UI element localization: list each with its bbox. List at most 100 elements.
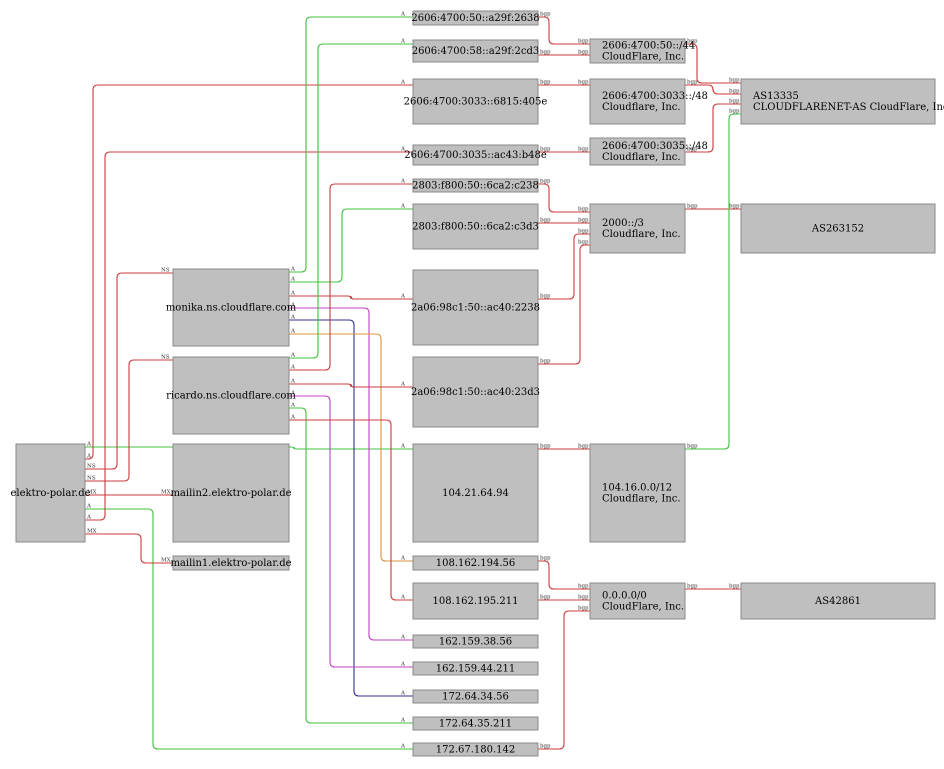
node-label: Cloudflare, Inc.: [602, 494, 681, 505]
edge-label-source: MX: [87, 490, 97, 496]
edge-label-target: A: [400, 39, 406, 45]
edge-line: [289, 208, 413, 283]
edge-label-source: bgp: [540, 80, 551, 86]
edge-ip6c-to-pfx2: bgp bgp: [538, 80, 590, 86]
edge-label-source: bgp: [540, 595, 551, 601]
node-box: [412, 269, 539, 346]
edge-label-source: bgp: [540, 218, 551, 224]
edge-label-target: bgp: [578, 80, 589, 86]
edge-label-source: bgp: [687, 39, 698, 45]
edge-label-target: bgp: [729, 78, 740, 84]
node-ip6f: 2803:f800:50::6ca2:c3d3: [412, 203, 539, 250]
edge-line: [538, 560, 590, 590]
node-box: [412, 634, 539, 649]
edge-label-source: A: [290, 379, 296, 385]
node-box: [412, 661, 539, 676]
edge-label-target: A: [400, 718, 406, 724]
node-ip6e: 2803:f800:50::6ca2:c238: [412, 178, 539, 193]
node-ip6d: 2606:4700:3035::ac43:b48e: [404, 144, 547, 166]
edge-ns1-to-ip6f: AA: [289, 204, 413, 283]
edge-label-target: bgp: [729, 99, 740, 105]
edge-label-source: NS: [87, 464, 96, 470]
node-ns1: monika.ns.cloudflare.com: [166, 268, 297, 347]
edge-line: [85, 359, 173, 482]
edge-label-target: A: [400, 635, 406, 641]
edge-label-target: MX: [161, 558, 171, 564]
edge-line: [685, 113, 741, 450]
edge-label-target: A: [400, 382, 406, 388]
node-label: 172.64.35.211: [439, 719, 512, 730]
node-label: 2606:4700:3033::6815:405e: [404, 97, 548, 108]
edge-line: [85, 446, 413, 450]
node-label: 2803:f800:50::6ca2:c3d3: [412, 222, 539, 233]
node-mx2: mailin1.elektro-polar.de: [170, 555, 292, 571]
node-label: 108.162.194.56: [436, 558, 516, 569]
edge-label-target: bgp: [578, 50, 589, 56]
edge-label-target: bgp: [729, 89, 740, 95]
edge-label-source: A: [290, 329, 296, 335]
edge-label-source: MX: [87, 529, 97, 535]
edge-label-source: A: [290, 391, 296, 397]
edge-label-source: bgp: [540, 359, 551, 365]
edge-line: [538, 610, 590, 750]
node-label: 2606:4700:3033::/48: [602, 91, 708, 102]
node-label: 162.159.38.56: [439, 637, 512, 648]
node-label: 172.67.180.142: [436, 745, 516, 756]
edge-pfx2-to-as1: bgp bgp: [685, 80, 741, 95]
edge-label-source: A: [290, 291, 296, 297]
edge-label-source: bgp: [687, 444, 698, 450]
node-label: ricardo.ns.cloudflare.com: [166, 391, 296, 402]
node-label: 2a06:98c1:50::ac40:23d3: [411, 387, 540, 398]
edge-label-target: A: [400, 204, 406, 210]
node-box: [412, 39, 539, 63]
edge-line: [685, 103, 741, 153]
edge-label-target: A: [400, 595, 406, 601]
node-box: [589, 443, 686, 543]
edge-ns1-to-ip6a: AA: [289, 12, 413, 273]
edge-domain-to-mx1: MX MX: [85, 490, 173, 496]
edge-label-source: bgp: [540, 179, 551, 185]
node-label: mailin1.elektro-polar.de: [170, 558, 291, 569]
edge-label-target: bgp: [578, 595, 589, 601]
edge-line: [289, 183, 413, 371]
edge-label-source: bgp: [687, 80, 698, 86]
edge-line: [538, 233, 590, 300]
edge-label-source: A: [86, 515, 92, 521]
edge-line: [685, 43, 741, 84]
edge-label-source: bgp: [540, 147, 551, 153]
node-box: [412, 356, 539, 428]
edge-pfx1-to-as1: bgp bgp: [685, 39, 741, 84]
node-label: Cloudflare, Inc.: [602, 229, 681, 240]
node-ip4f: 172.64.34.56: [412, 689, 539, 704]
node-ip4b: 108.162.194.56: [412, 555, 539, 571]
node-as2: AS263152: [740, 203, 936, 254]
edge-label-source: bgp: [540, 294, 551, 300]
node-label: 104.16.0.0/12: [602, 483, 672, 494]
node-box: [15, 443, 86, 543]
edge-label-target: bgp: [578, 584, 589, 590]
edge-label-target: MX: [161, 490, 171, 496]
edge-label-target: bgp: [578, 229, 589, 235]
edge-label-source: A: [290, 315, 296, 321]
node-ip4c: 108.162.195.211: [412, 582, 539, 620]
node-box: [412, 443, 539, 543]
node-ns2: ricardo.ns.cloudflare.com: [166, 356, 296, 435]
nodes-layer: elektro-polar.demonika.ns.cloudflare.com…: [10, 10, 944, 757]
edge-line: [289, 295, 413, 300]
node-label: Cloudflare, Inc.: [602, 152, 681, 163]
node-box: [412, 10, 539, 26]
node-label: AS13335: [752, 91, 799, 102]
edge-label-source: bgp: [687, 147, 698, 153]
node-label: 2606:4700:50::/44: [602, 41, 695, 52]
edge-line: [289, 383, 413, 388]
